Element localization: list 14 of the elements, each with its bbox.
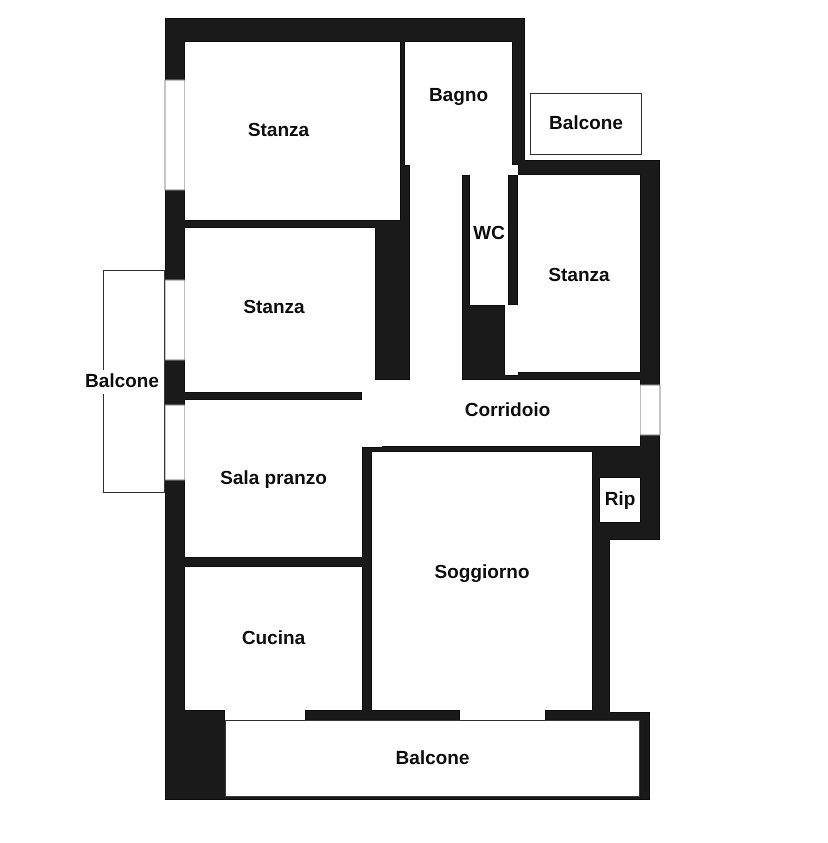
- room-floor: [372, 452, 592, 710]
- room-floor: [185, 42, 400, 220]
- room-floor: [600, 478, 640, 522]
- balcony-area: [225, 720, 640, 797]
- balcony-area: [530, 93, 642, 155]
- room-floor: [185, 400, 362, 557]
- room-floor: [185, 567, 362, 710]
- room-floor: [405, 42, 512, 165]
- room-floor: [375, 380, 640, 446]
- room-label: Balcone: [83, 370, 161, 394]
- room-floor: [518, 175, 640, 372]
- room-floor: [185, 228, 375, 392]
- room-label: Soggiorno: [432, 561, 532, 585]
- room-floor: [470, 175, 508, 305]
